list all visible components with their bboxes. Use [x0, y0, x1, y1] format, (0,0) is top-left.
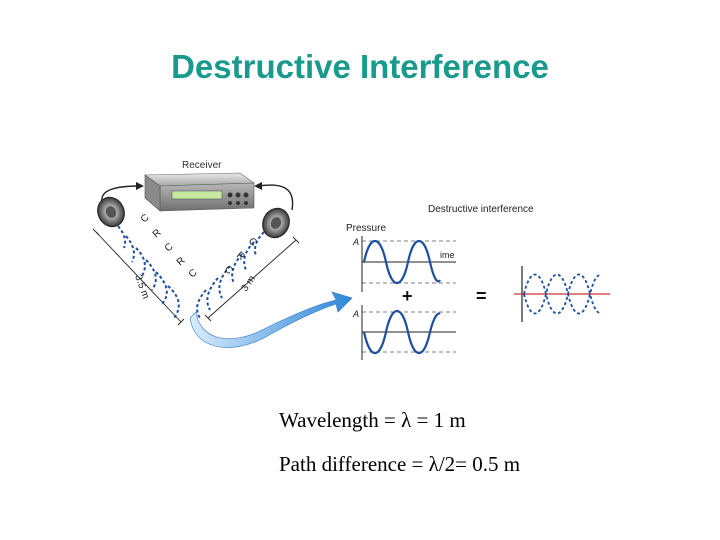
right-marker-1: C — [246, 236, 259, 249]
pressure-axis-label: Pressure — [346, 223, 386, 234]
left-marker-3: C — [163, 241, 176, 254]
receiver-label: Receiver — [182, 160, 222, 171]
time-axis-label: ime — [440, 250, 455, 260]
path-difference-caption: Path difference = λ/2= 0.5 m — [279, 452, 521, 476]
right-path-label: 3 m — [239, 274, 258, 294]
left-marker-5: C — [187, 267, 200, 280]
left-speaker — [97, 196, 125, 228]
right-marker-2: R — [234, 250, 247, 263]
curved-arrow — [189, 291, 353, 348]
wave-result — [514, 266, 610, 322]
left-path-label: 3.5 m — [132, 273, 151, 300]
wavelength-caption: Wavelength = λ = 1 m — [279, 408, 466, 432]
receiver-unit: Receiver — [144, 160, 255, 212]
wave-top: A ime — [352, 236, 456, 292]
right-speaker — [262, 207, 290, 239]
left-marker-1: C — [139, 212, 152, 225]
plus-sign: + — [402, 286, 413, 306]
wave-bottom: A — [352, 305, 456, 360]
interference-panel-title: Destructive interference — [428, 204, 534, 215]
equals-sign: = — [476, 286, 487, 306]
amplitude-label-bottom: A — [352, 309, 359, 319]
left-marker-2: R — [151, 227, 164, 240]
slide-title: Destructive Interference — [171, 48, 549, 85]
left-marker-4: R — [175, 255, 188, 268]
wavefronts — [117, 225, 265, 319]
amplitude-label-top: A — [352, 237, 359, 247]
